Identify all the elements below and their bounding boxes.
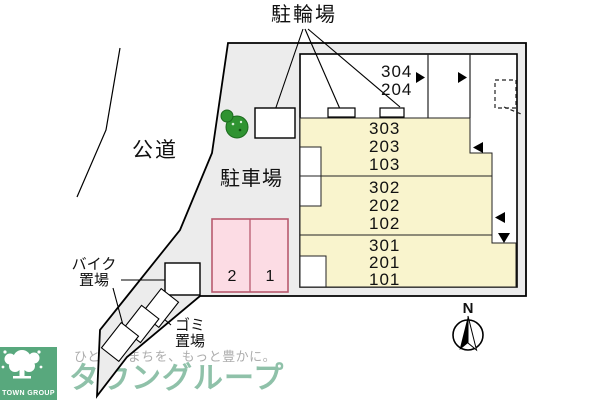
bike-storage-label: バイク 置場 bbox=[71, 256, 117, 289]
bicycle-shed bbox=[254, 107, 296, 139]
unit-label: 303 bbox=[369, 119, 401, 138]
pointer-line bbox=[304, 28, 341, 110]
arrow-left-icon bbox=[495, 212, 505, 223]
bicycle-rack bbox=[327, 107, 356, 118]
compass-north-label: N bbox=[462, 300, 474, 317]
compass-icon bbox=[452, 315, 484, 352]
unit-label: 304 bbox=[381, 62, 413, 81]
unit-label: 201 bbox=[369, 253, 401, 272]
pointer-line bbox=[307, 28, 401, 108]
pointer-line bbox=[271, 28, 304, 120]
unit-label: 101 bbox=[369, 270, 401, 289]
town-group-logo: TOWN GROUP bbox=[0, 347, 57, 400]
unit-label: 202 bbox=[369, 196, 401, 215]
entrance-notch bbox=[299, 146, 322, 177]
unit-numbers-row-1: 303 203 103 bbox=[369, 120, 400, 174]
car-parking-label: 駐車場 bbox=[220, 168, 283, 190]
unit-numbers-top: 304 204 bbox=[381, 63, 412, 99]
tree-icon bbox=[220, 109, 249, 139]
entrance-notch bbox=[299, 175, 322, 207]
arrow-right-icon bbox=[416, 72, 425, 83]
storage-pad bbox=[100, 321, 140, 363]
garbage-label: ゴミ 置場 bbox=[174, 317, 205, 350]
parking-space-2-label: 2 bbox=[227, 268, 237, 285]
unit-label: 103 bbox=[369, 155, 401, 174]
arrow-down-icon bbox=[498, 233, 510, 243]
dashed-line bbox=[503, 106, 522, 115]
unit-label: 302 bbox=[369, 178, 401, 197]
unit-numbers-row-3: 301 201 101 bbox=[369, 237, 400, 288]
logo-text: TOWN GROUP bbox=[2, 390, 55, 397]
unit-numbers-row-2: 302 202 102 bbox=[369, 179, 400, 233]
tree-logo-icon bbox=[1, 350, 43, 379]
unit-label: 301 bbox=[369, 236, 401, 255]
bicycle-parking-label: 駐輪場 bbox=[271, 4, 337, 26]
unit-row-3-shape bbox=[299, 234, 517, 288]
bike-storage-shed bbox=[164, 262, 201, 296]
entrance-notch bbox=[299, 255, 327, 288]
unit-label: 204 bbox=[381, 80, 413, 99]
bicycle-rack bbox=[379, 107, 405, 118]
unit-label: 102 bbox=[369, 214, 401, 233]
unit-label: 203 bbox=[369, 137, 401, 156]
arrow-right-icon bbox=[458, 72, 467, 83]
road-edge-line bbox=[76, 47, 121, 198]
parking-space-1-label: 1 bbox=[265, 268, 275, 285]
arrow-left-icon bbox=[473, 142, 483, 153]
public-road-label: 公道 bbox=[132, 139, 178, 162]
